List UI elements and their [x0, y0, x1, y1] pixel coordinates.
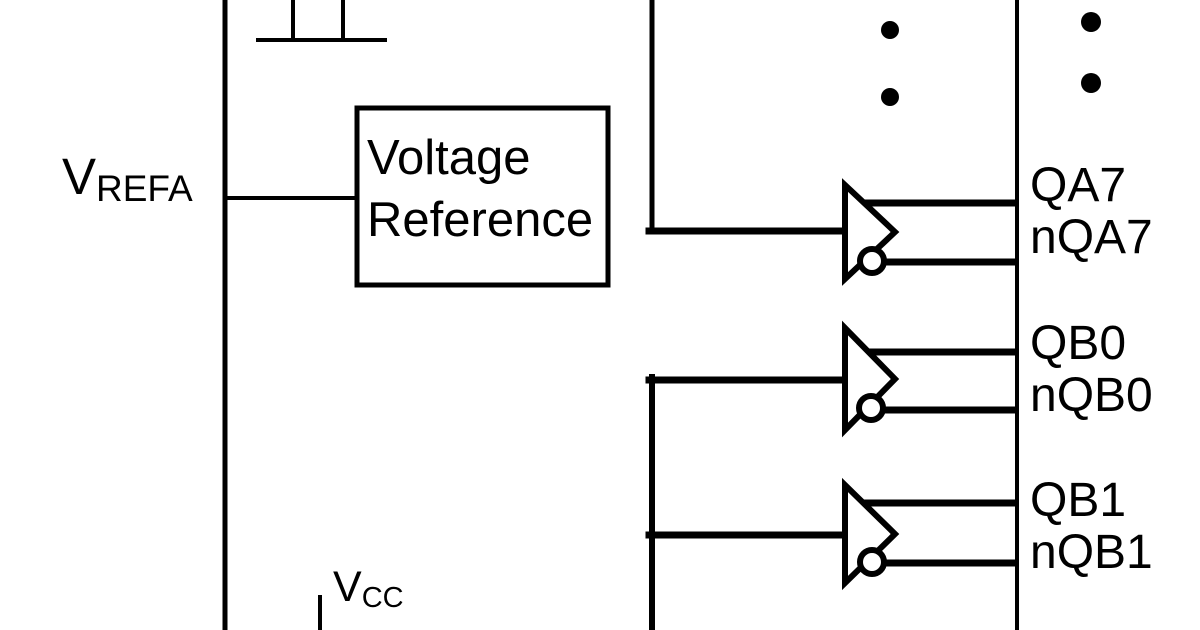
voltage-reference-box	[354, 105, 611, 288]
vrefa-pin-label: VREFA	[62, 148, 193, 207]
port-label-qa7: QA7	[1030, 159, 1127, 212]
port-label-nqb0: nQB0	[1030, 369, 1153, 422]
voltage-reference-caption: Voltage Reference	[367, 127, 593, 251]
ellipsis-dot	[1081, 73, 1101, 93]
voltage-reference-caption-line2: Reference	[367, 193, 594, 247]
port-label-qb0: QB0	[1030, 317, 1127, 370]
ellipsis-dot	[881, 88, 899, 106]
ellipsis-dot	[1081, 12, 1101, 32]
ellipsis-dot	[881, 21, 899, 39]
vcc-symbol: V	[333, 563, 362, 611]
ellipsis-dots	[881, 12, 1101, 106]
port-label-qb1: QB1	[1030, 474, 1127, 527]
vrefa-symbol: V	[62, 148, 97, 205]
inversion-bubble-icon	[856, 393, 886, 423]
output-buffer-qa7	[842, 178, 1017, 286]
wire-group	[222, 0, 1019, 630]
inversion-bubble-icon	[857, 547, 887, 577]
output-buffer-qb1	[842, 477, 1017, 591]
vcc-subscript: CC	[361, 582, 404, 614]
vcc-pin-label: VCC	[333, 563, 404, 613]
inversion-bubble-icon	[857, 246, 887, 276]
port-label-nqb1: nQB1	[1030, 526, 1153, 579]
port-label-nqa7: nQA7	[1030, 211, 1153, 264]
voltage-reference-caption-line1: Voltage	[367, 131, 531, 185]
output-buffer-qb0	[842, 320, 1017, 438]
vrefa-subscript: REFA	[96, 168, 193, 209]
